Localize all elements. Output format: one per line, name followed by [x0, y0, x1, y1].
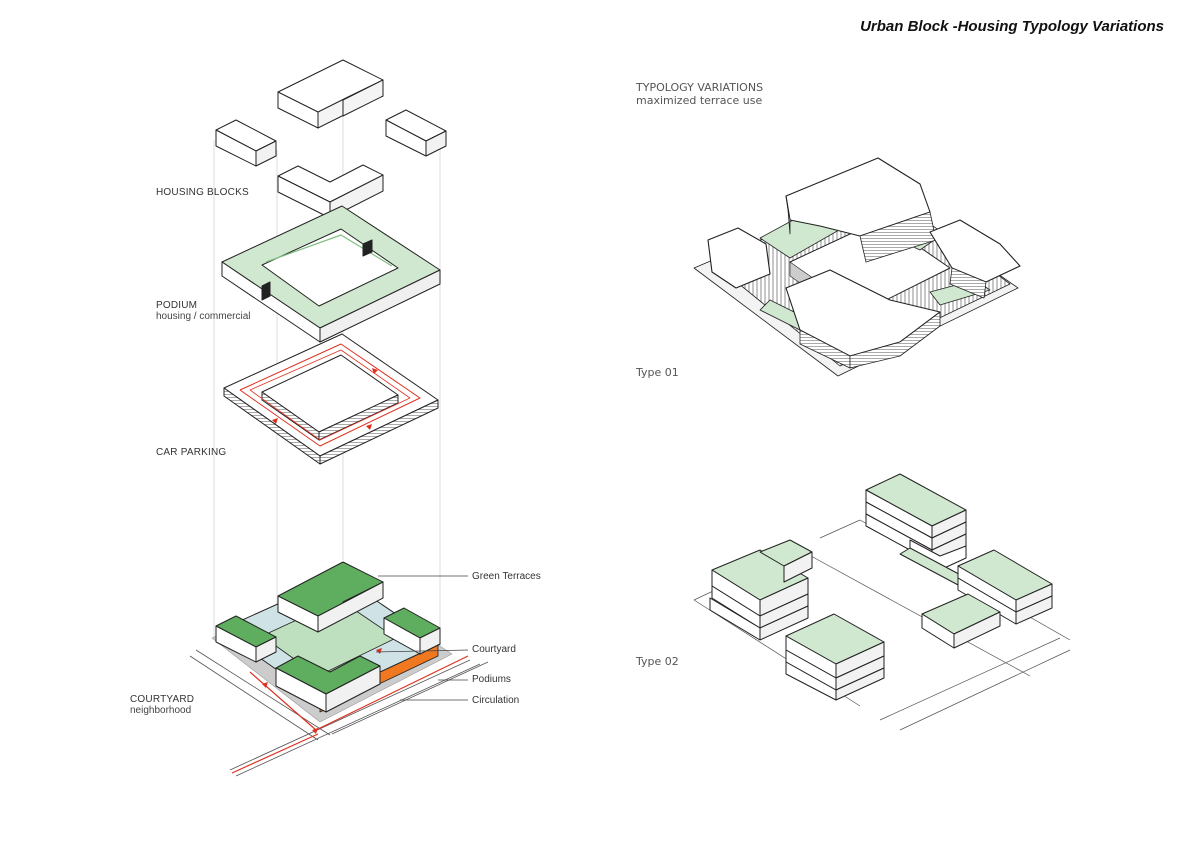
label-type02: Type 02 [636, 655, 679, 668]
legend-circulation: Circulation [472, 695, 520, 706]
type02-left-stack [709, 539, 813, 641]
legend-leaders [375, 575, 469, 701]
housing-block-bottom-l [277, 164, 384, 219]
housing-block-left [215, 119, 277, 167]
type02-drawing [693, 473, 1071, 731]
typology-subheading: maximized terrace use [636, 94, 763, 107]
label-courtyard: COURTYARD [130, 694, 195, 705]
label-podium: PODIUM [156, 300, 198, 311]
label-car-parking: CAR PARKING [156, 447, 227, 458]
legend-podiums: Podiums [472, 674, 511, 685]
type02-right-stack [921, 549, 1053, 649]
type02-tall-stack [865, 473, 971, 587]
label-courtyard-sub: neighborhood [130, 705, 192, 716]
label-type01: Type 01 [636, 366, 679, 379]
page-title: Urban Block -Housing Typology Variations [860, 18, 1164, 35]
street-lines [189, 649, 489, 777]
courtyard-assembly [189, 561, 489, 777]
legend-courtyard: Courtyard [472, 644, 516, 655]
housing-blocks-layer [215, 59, 447, 219]
type02-front-stack [785, 613, 885, 701]
legend-green-terraces: Green Terraces [472, 571, 541, 582]
label-housing-blocks: HOUSING BLOCKS [156, 187, 249, 198]
label-podium-sub: housing / commercial [156, 311, 251, 322]
housing-block-top-l [277, 59, 384, 129]
housing-block-right [385, 109, 447, 157]
terrace-blocks [215, 561, 441, 713]
car-parking-layer [223, 333, 439, 465]
circulation-lines [231, 655, 469, 774]
type01-drawing [693, 157, 1021, 377]
circulation-markers [262, 648, 382, 734]
podium-layer [221, 205, 441, 343]
typology-heading: TYPOLOGY VARIATIONS [636, 81, 764, 94]
